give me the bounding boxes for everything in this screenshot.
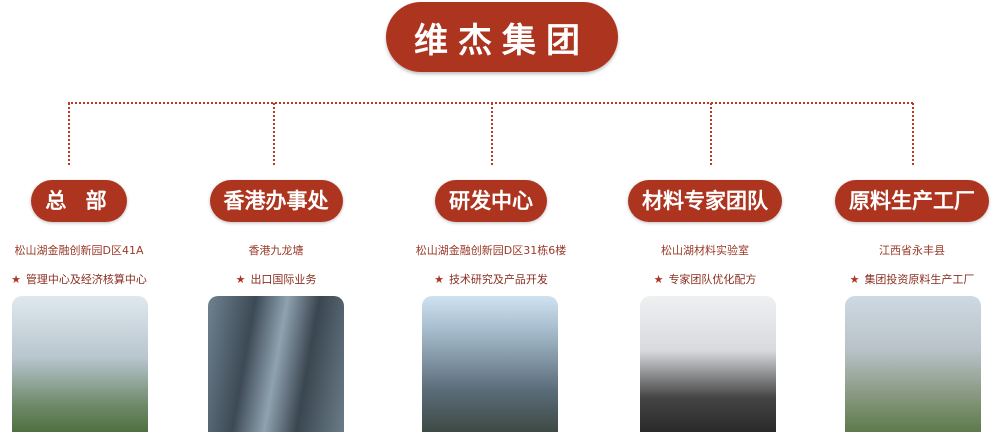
branch-address: 松山湖金融创新园D区41A [14,244,144,257]
materials-lab-photo [640,296,776,432]
branch-label: 研发中心 [435,180,547,222]
star-icon: ★ [849,273,860,286]
branch-address: 江西省永丰县 [879,244,945,257]
branch-address: 松山湖材料实验室 [661,244,749,257]
star-icon: ★ [653,273,664,286]
connector-line [710,103,712,165]
star-icon: ★ [235,273,246,286]
group-title: 维杰集团 [386,2,618,72]
branch-desc: 集团投资原料生产工厂 [864,273,975,286]
branch-label: 原料生产工厂 [835,180,989,222]
branch-rnd: 研发中心 松山湖金融创新园D区31栋6楼 ★ 技术研究及产品开发 [381,180,601,287]
connector-line [912,103,914,165]
factory-photo [845,296,981,432]
rnd-photo [422,296,558,432]
branch-desc: 管理中心及经济核算中心 [25,273,147,286]
branch-materials-team: 材料专家团队 松山湖材料实验室 ★ 专家团队优化配方 [595,180,815,287]
star-icon: ★ [434,273,444,286]
connector-line [68,102,913,104]
connector-line [273,103,275,165]
branch-address: 松山湖金融创新园D区31栋6楼 [415,244,567,257]
branch-label: 材料专家团队 [628,180,782,222]
branch-factory: 原料生产工厂 江西省永丰县 ★ 集团投资原料生产工厂 [802,180,1000,287]
branch-address: 香港九龙塘 [248,244,304,257]
hongkong-photo [208,296,344,432]
headquarters-photo [12,296,148,432]
branch-desc: 出口国际业务 [250,273,317,286]
branch-hongkong: 香港办事处 香港九龙塘 ★ 出口国际业务 [166,180,386,287]
branch-desc: 技术研究及产品开发 [448,273,548,286]
branch-label: 总 部 [31,180,127,222]
connector-line [491,103,493,165]
branch-label: 香港办事处 [209,180,343,222]
branch-desc: 专家团队优化配方 [668,273,757,286]
branch-headquarters: 总 部 松山湖金融创新园D区41A ★ 管理中心及经济核算中心 [0,180,189,287]
connector-line [68,103,70,165]
star-icon: ★ [11,273,21,286]
